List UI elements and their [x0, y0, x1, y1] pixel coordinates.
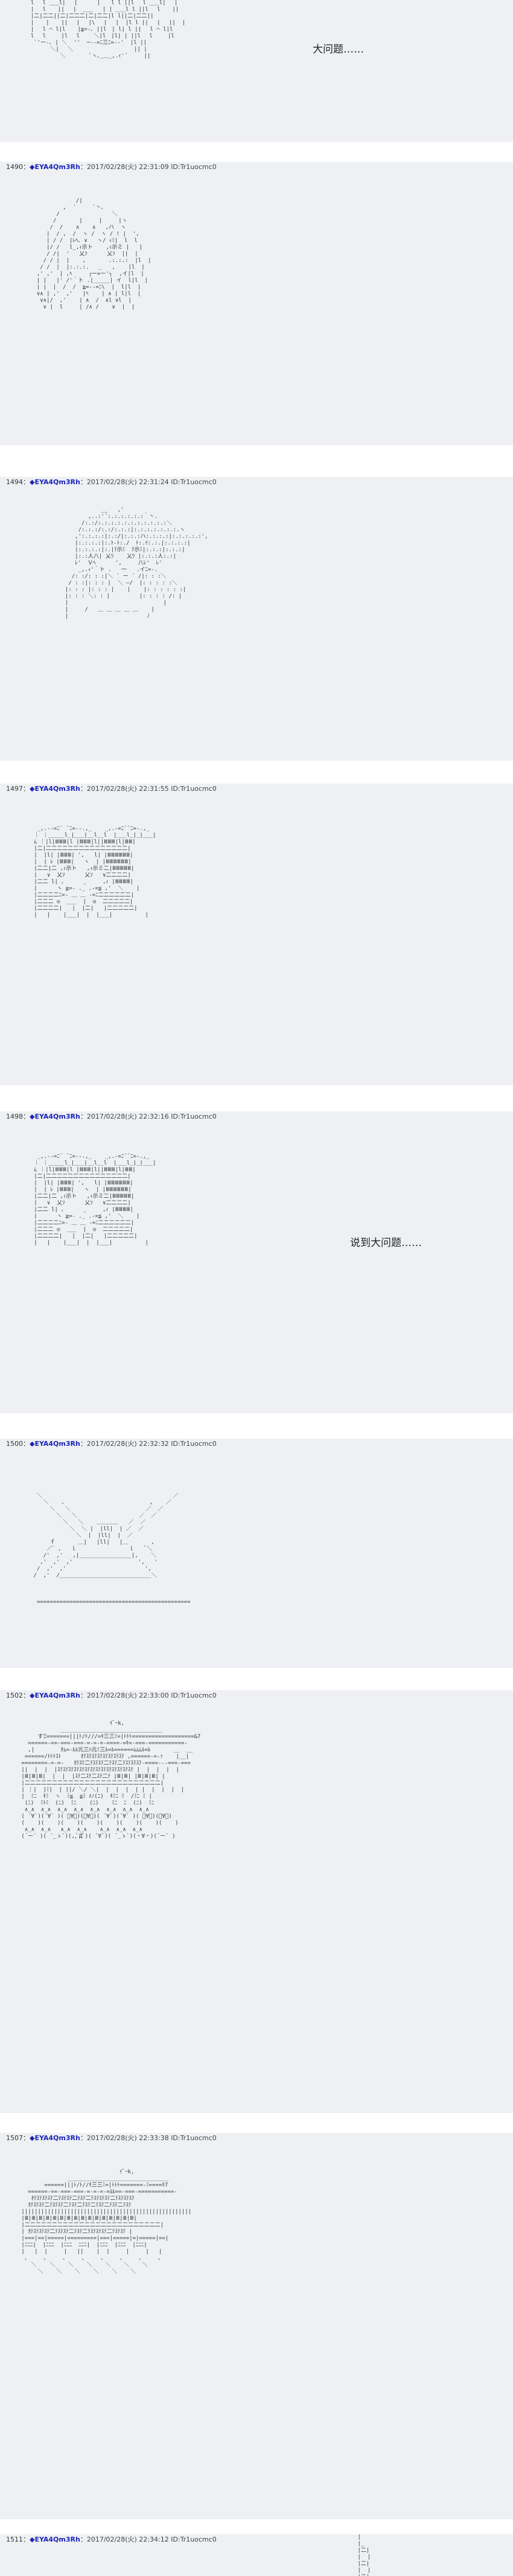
post-trip[interactable]: ◆EYA4Qm3Rh — [30, 785, 80, 793]
post-datetime: ：2017/02/28(火) 22:34:12 ID:Tr1uocmc0 — [80, 2536, 217, 2543]
post-header: 1500：◆EYA4Qm3Rh：2017/02/28(火) 22:32:32 I… — [6, 1440, 217, 1448]
ascii-art-1507: ｲﾞｰk, _______________________________ ==… — [21, 2169, 192, 2275]
post-trip[interactable]: ◆EYA4Qm3Rh — [30, 163, 80, 171]
post-number: 1497： — [6, 785, 30, 793]
post-trip[interactable]: ◆EYA4Qm3Rh — [30, 2536, 80, 2543]
post-header: 1497：◆EYA4Qm3Rh：2017/02/28(火) 22:31:55 I… — [6, 785, 217, 793]
post-trip[interactable]: ◆EYA4Qm3Rh — [30, 1692, 80, 1699]
post-header: 1498：◆EYA4Qm3Rh：2017/02/28(火) 22:32:16 I… — [6, 1113, 217, 1121]
post-1490: 1490：◆EYA4Qm3Rh：2017/02/28(火) 22:31:09 I… — [0, 162, 513, 446]
ascii-art-0: l l ___l| | | l l ||l l ___l| | | l || |… — [30, 0, 186, 59]
post-header: 1511：◆EYA4Qm3Rh：2017/02/28(火) 22:34:12 I… — [6, 2536, 217, 2544]
post-number: 1498： — [6, 1113, 30, 1120]
ascii-art-1502: ｲﾞｰk, _______________________________ すΞ… — [21, 1721, 201, 1839]
post-1511: 1511：◆EYA4Qm3Rh：2017/02/28(火) 22:34:12 I… — [0, 2534, 513, 2576]
post-datetime: ：2017/02/28(火) 22:31:09 ID:Tr1uocmc0 — [80, 163, 217, 171]
ascii-art-1511: | |_ |二| | | |二| | | |二| | | — [357, 2534, 371, 2576]
post-0: l l ___l| | | l l ||l l ___l| | | l || |… — [0, 0, 513, 142]
post-datetime: ：2017/02/28(火) 22:31:24 ID:Tr1uocmc0 — [80, 478, 217, 486]
ascii-art-1490: /| , ´ `丶、 / ＼ / | | |ヽ / / ∧ ∧ ,ハ ヽ | /… — [36, 198, 151, 310]
post-1494: 1494：◆EYA4Qm3Rh：2017/02/28(火) 22:31:24 I… — [0, 477, 513, 761]
post-number: 1507： — [6, 2134, 30, 2142]
post-header: 1507：◆EYA4Qm3Rh：2017/02/28(火) 22:33:38 I… — [6, 2134, 217, 2143]
post-1507: 1507：◆EYA4Qm3Rh：2017/02/28(火) 22:33:38 I… — [0, 2133, 513, 2519]
post-number: 1500： — [6, 1440, 30, 1448]
post-trip[interactable]: ◆EYA4Qm3Rh — [30, 1440, 80, 1448]
post-trip[interactable]: ◆EYA4Qm3Rh — [30, 478, 80, 486]
ascii-art-1494: __ ,' ,..:'´:.:.:.:.:.:｀丶. /:.:/:.:.:.:.… — [65, 507, 208, 619]
post-header: 1490：◆EYA4Qm3Rh：2017/02/28(火) 22:31:09 I… — [6, 163, 217, 171]
post-header: 1494：◆EYA4Qm3Rh：2017/02/28(火) 22:31:24 I… — [6, 478, 217, 487]
ascii-art-1500: ＼ ／ ＼ ､ , ／ ＼ ＼ ／ ／ ＼ ＼ ／ ／ ＼ ＼ ＿＿＿＿ ／ ／ — [33, 1493, 191, 1605]
ascii-art-1497: _,.-‐=ﾆ¨ ¨ﾆ=‐-.,_ _,.-=ﾆ¨¨ﾆ=-.,_ ｜ ｜____… — [34, 826, 156, 918]
post-note-0: 大问题…… — [313, 43, 364, 56]
post-number: 1490： — [6, 163, 30, 171]
ascii-art-1498: _,.-‐=ﾆ¨ ¨ﾆ=‐-.,_ _,.-=ﾆ¨¨ﾆ=-.,_ ｜ ｜____… — [34, 1154, 156, 1246]
post-datetime: ：2017/02/28(火) 22:33:38 ID:Tr1uocmc0 — [80, 2134, 217, 2142]
post-1500: 1500：◆EYA4Qm3Rh：2017/02/28(火) 22:32:32 I… — [0, 1439, 513, 1668]
post-datetime: ：2017/02/28(火) 22:31:55 ID:Tr1uocmc0 — [80, 785, 217, 793]
post-number: 1511： — [6, 2536, 30, 2543]
post-number: 1494： — [6, 478, 30, 486]
post-note-1498: 说到大问题…… — [350, 1237, 422, 1249]
post-header: 1502：◆EYA4Qm3Rh：2017/02/28(火) 22:33:00 I… — [6, 1692, 217, 1700]
post-datetime: ：2017/02/28(火) 22:32:16 ID:Tr1uocmc0 — [80, 1113, 217, 1120]
post-trip[interactable]: ◆EYA4Qm3Rh — [30, 1113, 80, 1120]
post-1497: 1497：◆EYA4Qm3Rh：2017/02/28(火) 22:31:55 I… — [0, 784, 513, 1085]
post-datetime: ：2017/02/28(火) 22:32:32 ID:Tr1uocmc0 — [80, 1440, 217, 1448]
post-1498: 1498：◆EYA4Qm3Rh：2017/02/28(火) 22:32:16 I… — [0, 1111, 513, 1413]
post-number: 1502： — [6, 1692, 30, 1699]
post-1502: 1502：◆EYA4Qm3Rh：2017/02/28(火) 22:33:00 I… — [0, 1690, 513, 2113]
post-datetime: ：2017/02/28(火) 22:33:00 ID:Tr1uocmc0 — [80, 1692, 217, 1699]
post-trip[interactable]: ◆EYA4Qm3Rh — [30, 2134, 80, 2142]
